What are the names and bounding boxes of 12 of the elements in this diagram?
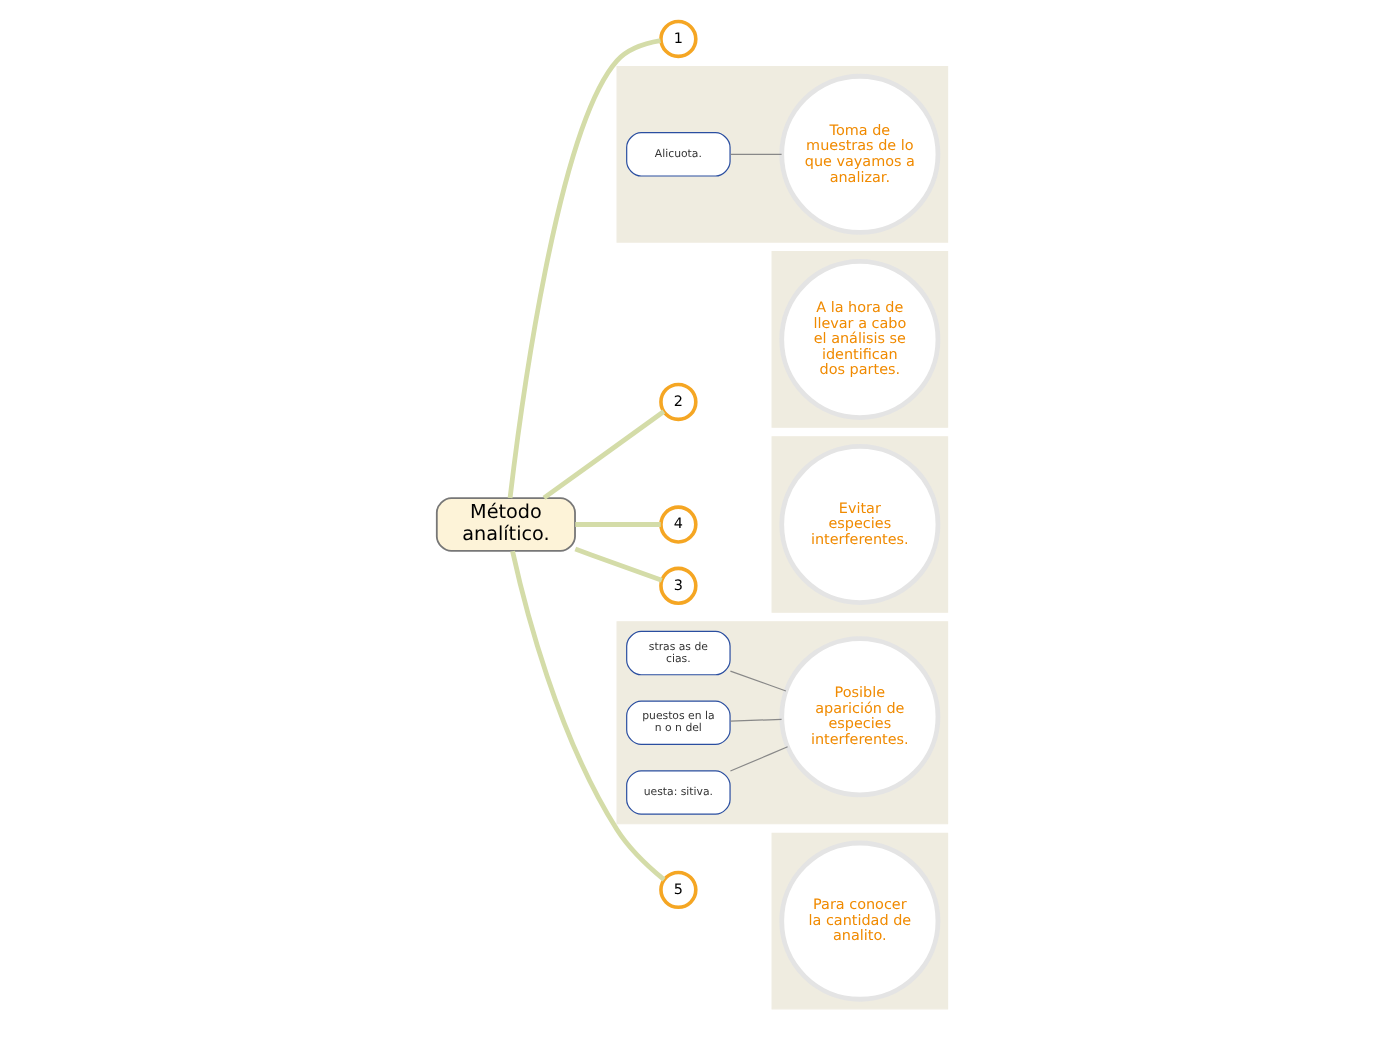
- connector: [506, 38, 660, 499]
- connector: [541, 409, 665, 500]
- connector: [728, 718, 782, 722]
- connector: [728, 153, 782, 155]
- connector: [573, 546, 662, 583]
- connector: [509, 550, 665, 882]
- connector: [728, 670, 786, 692]
- connector: [728, 746, 788, 772]
- cluster: [615, 66, 948, 243]
- node-box: Método analítico.: [434, 497, 575, 552]
- connector: [574, 522, 660, 527]
- cluster: [615, 621, 948, 825]
